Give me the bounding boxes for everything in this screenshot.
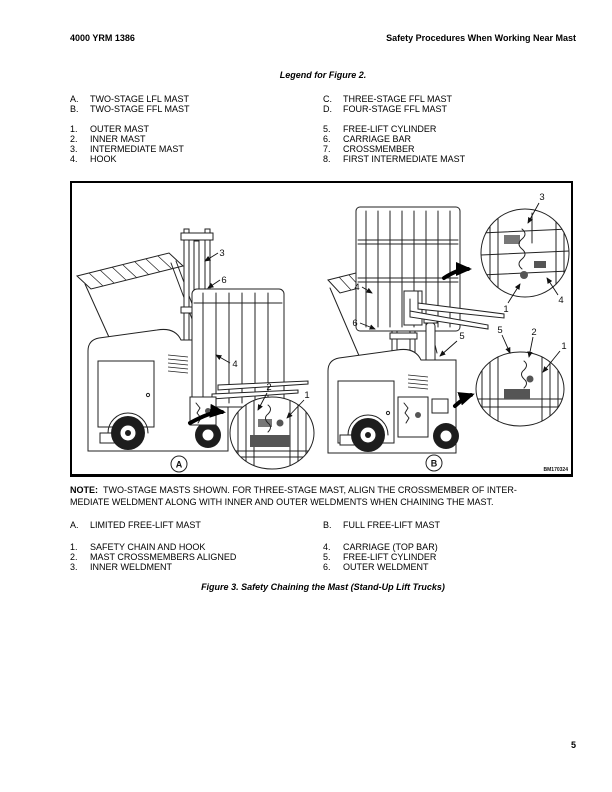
callouts-truck-b: 4 6 5 3 1 4 5 2 1 [352,192,567,373]
document-number: 4000 YRM 1386 [70,33,135,43]
legend-item: 5.FREE-LIFT CYLINDER [323,124,437,134]
callout-b-6: 6 [352,318,357,329]
legend-item: 1.OUTER MAST [70,124,150,134]
callout-b-5-bottom: 5 [497,325,502,336]
callout-a-3: 3 [219,248,224,259]
legend-item: 3.INNER WELDMENT [70,562,173,572]
callout-b-2-bottom: 2 [531,327,536,338]
legend-fig2-numbers: 1.OUTER MAST 5.FREE-LIFT CYLINDER 2.INNE… [70,124,576,164]
note-label: NOTE: [70,485,98,495]
legend-item: 2.MAST CROSSMEMBERS ALIGNED [70,552,237,562]
figure-3-image: 3 6 4 2 1 A [70,181,573,477]
legend-item: 4.HOOK [70,154,117,164]
legend-fig3-numbers: 1.SAFETY CHAIN AND HOOK 4.CARRIAGE (TOP … [70,542,576,572]
callouts-truck-a: 3 6 4 2 1 [204,248,310,419]
legend-item: A.TWO-STAGE LFL MAST [70,94,190,104]
legend-item: 1.SAFETY CHAIN AND HOOK [70,542,206,552]
figure-image-code: BM170324 [544,467,569,473]
forklift-line-drawing: 3 6 4 2 1 A [75,192,570,473]
detail-inset-b-top [442,208,570,298]
page-header: 4000 YRM 1386 Safety Procedures When Wor… [70,33,576,43]
page-number: 5 [570,740,576,750]
detail-inset-a [188,396,315,470]
truck-a-label: A [170,455,188,473]
callout-b-1-top: 1 [503,304,508,315]
legend-item: 7.CROSSMEMBER [323,144,415,154]
legend-fig3-letters: A.LIMITED FREE-LIFT MAST B.FULL FREE-LIF… [70,520,576,530]
detail-inset-b-bottom [453,351,565,427]
truck-b-drawing [327,206,505,454]
callout-a-6: 6 [221,275,226,286]
callout-a-2: 2 [266,382,271,393]
legend-item: 2.INNER MAST [70,134,146,144]
legend-item: 3.INTERMEDIATE MAST [70,144,184,154]
legend-item: B.FULL FREE-LIFT MAST [323,520,441,530]
note-line-2: MEDIATE WELDMENT ALONG WITH INNER AND OU… [70,496,494,507]
note-line-1: NOTE: TWO-STAGE MASTS SHOWN. FOR THREE-ST… [70,485,576,497]
legend-item: 6.OUTER WELDMENT [323,562,429,572]
figure-3-caption: Figure 3. Safety Chaining the Mast (Stan… [201,582,445,592]
note-paragraph: NOTE: TWO-STAGE MASTS SHOWN. FOR THREE-ST… [70,485,576,508]
legend-item: A.LIMITED FREE-LIFT MAST [70,520,201,530]
legend-fig2-title: Legend for Figure 2. [279,70,367,80]
legend-item: C.THREE-STAGE FFL MAST [323,94,453,104]
note-text-1: TWO-STAGE MASTS SHOWN. FOR THREE-STAGE M… [103,485,517,495]
callout-a-4: 4 [232,359,237,370]
legend-item: 8.FIRST INTERMEDIATE MAST [323,154,466,164]
section-title: Safety Procedures When Working Near Mast [386,33,576,43]
legend-item: D.FOUR-STAGE FFL MAST [323,104,448,114]
callout-b-4: 4 [354,282,359,293]
legend-item: 6.CARRIAGE BAR [323,134,412,144]
svg-text:A: A [176,460,183,470]
truck-b-label: B [425,454,443,472]
legend-item: B.TWO-STAGE FFL MAST [70,104,190,114]
callout-b-1-bottom: 1 [561,341,566,352]
legend-item: 4.CARRIAGE (TOP BAR) [323,542,438,552]
svg-text:B: B [431,459,438,469]
callout-b-3-top: 3 [539,192,544,203]
callout-b-5: 5 [459,331,464,342]
callout-a-1: 1 [304,390,309,401]
legend-fig2-letters: A.TWO-STAGE LFL MAST C.THREE-STAGE FFL M… [70,94,576,114]
callout-b-4-top: 4 [558,295,563,306]
legend-item: 5.FREE-LIFT CYLINDER [323,552,437,562]
